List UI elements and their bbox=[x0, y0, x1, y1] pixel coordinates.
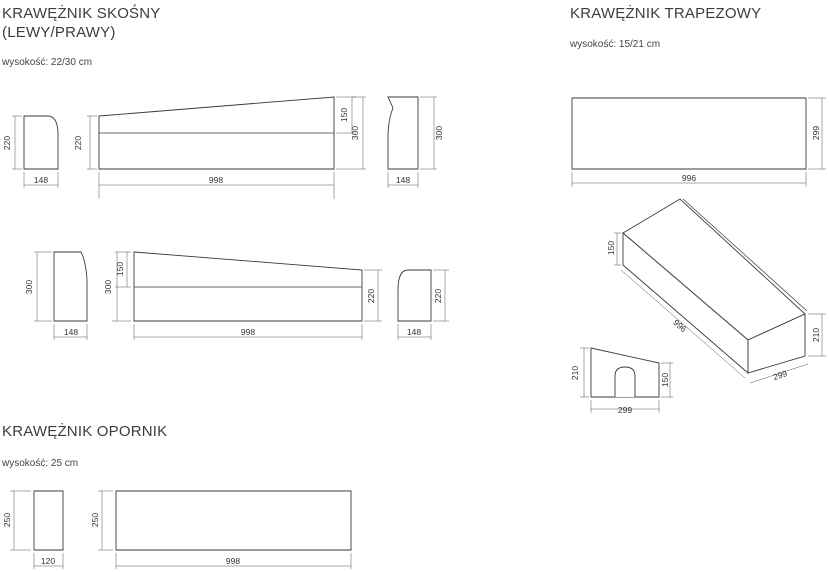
skosny-left-profile-small: 220 148 bbox=[2, 115, 59, 188]
dim-label: 998 bbox=[226, 556, 240, 566]
trapezowy-side-view: 299 996 bbox=[571, 97, 826, 187]
dim-label: 120 bbox=[41, 556, 55, 566]
dim-label: 299 bbox=[618, 405, 632, 415]
dim-label: 148 bbox=[64, 327, 78, 337]
dim-label: 220 bbox=[433, 289, 443, 303]
skosny-right-profile-small: 220 148 bbox=[397, 269, 449, 340]
title-skosny: KRAWĘŻNIK SKOŚNY (LEWY/PRAWY) bbox=[2, 4, 161, 42]
opornik-profile: 250 120 bbox=[2, 490, 64, 569]
dim-label: 150 bbox=[339, 108, 349, 122]
dim-label: 300 bbox=[350, 126, 360, 140]
height-label-skosny: wysokość: 22/30 cm bbox=[2, 57, 93, 68]
dim-label: 300 bbox=[434, 126, 444, 140]
dim-label: 220 bbox=[366, 289, 376, 303]
dim-label: 150 bbox=[606, 241, 616, 255]
height-label-opornik: wysokość: 25 cm bbox=[2, 458, 79, 469]
dim-label: 150 bbox=[660, 373, 670, 387]
title-opornik: KRAWĘŻNIK OPORNIK bbox=[2, 423, 168, 440]
title-trapezowy: KRAWĘŻNIK TRAPEZOWY bbox=[570, 5, 762, 22]
trapezowy-cross-section: 210 150 299 bbox=[570, 347, 673, 415]
dim-label: 220 bbox=[2, 136, 12, 150]
dim-label: 250 bbox=[2, 513, 12, 527]
dim-label: 998 bbox=[209, 175, 223, 185]
dim-label: 300 bbox=[24, 280, 34, 294]
trapezowy-isometric: 150 996 299 210 bbox=[606, 198, 826, 384]
dim-label: 148 bbox=[407, 327, 421, 337]
dim-label: 210 bbox=[811, 328, 821, 342]
skosny-right-profile-tall: 300 148 bbox=[387, 96, 444, 188]
dim-label: 220 bbox=[73, 136, 83, 150]
dim-label: 250 bbox=[90, 513, 100, 527]
skosny-side-view-2: 150 300 998 220 bbox=[103, 251, 382, 340]
dim-label: 299 bbox=[772, 368, 789, 382]
title-skosny-line1: KRAWĘŻNIK SKOŚNY bbox=[2, 5, 161, 22]
opornik-side-view: 250 998 bbox=[90, 490, 352, 569]
skosny-side-view-1: 220 998 150 300 bbox=[73, 96, 366, 199]
dim-label: 300 bbox=[103, 280, 113, 294]
dim-label: 148 bbox=[34, 175, 48, 185]
dim-label: 998 bbox=[241, 327, 255, 337]
dim-label: 210 bbox=[570, 366, 580, 380]
dim-label: 148 bbox=[396, 175, 410, 185]
dim-label: 150 bbox=[115, 262, 125, 276]
skosny-left-profile-tall: 300 148 bbox=[24, 251, 88, 340]
title-skosny-line2: (LEWY/PRAWY) bbox=[2, 24, 116, 41]
dim-label: 996 bbox=[682, 173, 696, 183]
height-label-trapezowy: wysokość: 15/21 cm bbox=[570, 39, 661, 50]
dim-label: 299 bbox=[811, 126, 821, 140]
